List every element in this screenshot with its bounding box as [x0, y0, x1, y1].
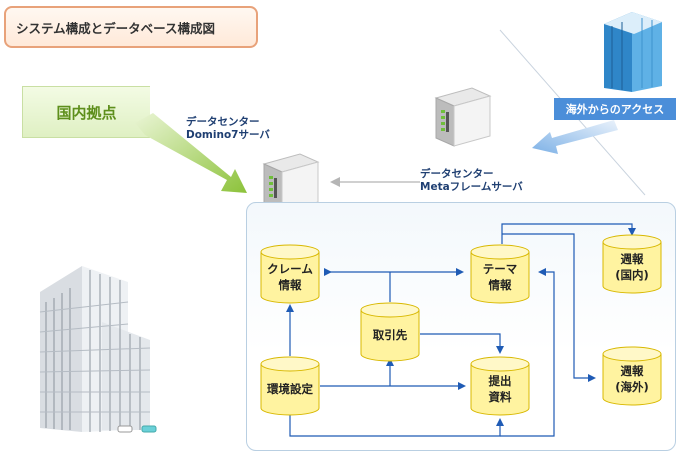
hq-arrow	[135, 113, 247, 193]
overseas-access-label: 海外からのアクセス	[554, 98, 676, 120]
environment-settings-database: 環境設定	[260, 356, 320, 416]
overseas-access-arrow	[532, 120, 618, 154]
domino-server-caption: データセンター Domino7サーバ	[186, 116, 270, 142]
claim-line1: クレーム	[267, 262, 313, 276]
theme-line1: テーマ	[482, 262, 518, 276]
claim-line2: 情報	[278, 278, 302, 292]
hq-label: 国内拠点	[22, 86, 150, 138]
weekly-overseas-line1: 週報	[620, 364, 644, 378]
meta-server-icon	[434, 87, 492, 147]
database-icon	[470, 356, 530, 416]
weekly-domestic-line2: (国内)	[615, 268, 649, 282]
domino-caption-line2: Domino7サーバ	[186, 129, 270, 141]
weekly-domestic-database: 週報 (国内)	[602, 234, 662, 294]
database-icon	[602, 346, 662, 406]
client-database: 取引先	[360, 302, 420, 362]
domino-server-icon	[262, 153, 320, 213]
database-icon	[360, 302, 420, 362]
database-icon	[602, 234, 662, 294]
meta-caption-line1: データセンター	[420, 168, 494, 180]
database-icon	[470, 244, 530, 304]
weekly-overseas-database: 週報 (海外)	[602, 346, 662, 406]
theme-line2: 情報	[488, 278, 512, 292]
submission-line2: 資料	[488, 390, 512, 404]
office-building-icon	[39, 266, 157, 433]
submission-line1: 提出	[488, 374, 512, 388]
domino-caption-line1: データセンター	[186, 116, 260, 128]
submission-documents-database: 提出資料	[470, 356, 530, 416]
office-tower-icon	[604, 12, 662, 92]
meta-caption-line2: Metaフレームサーバ	[420, 181, 523, 193]
weekly-overseas-line2: (海外)	[615, 380, 649, 394]
diagram-title: システム構成とデータベース構成図	[4, 6, 258, 48]
meta-server-caption: データセンター Metaフレームサーバ	[420, 168, 523, 194]
claim-info-database: クレーム情報	[260, 244, 320, 304]
database-icon	[260, 356, 320, 416]
client-line1: 取引先	[372, 328, 408, 342]
database-icon	[260, 244, 320, 304]
environment-line1: 環境設定	[267, 382, 313, 396]
weekly-domestic-line1: 週報	[620, 252, 644, 266]
theme-info-database: テーマ情報	[470, 244, 530, 304]
